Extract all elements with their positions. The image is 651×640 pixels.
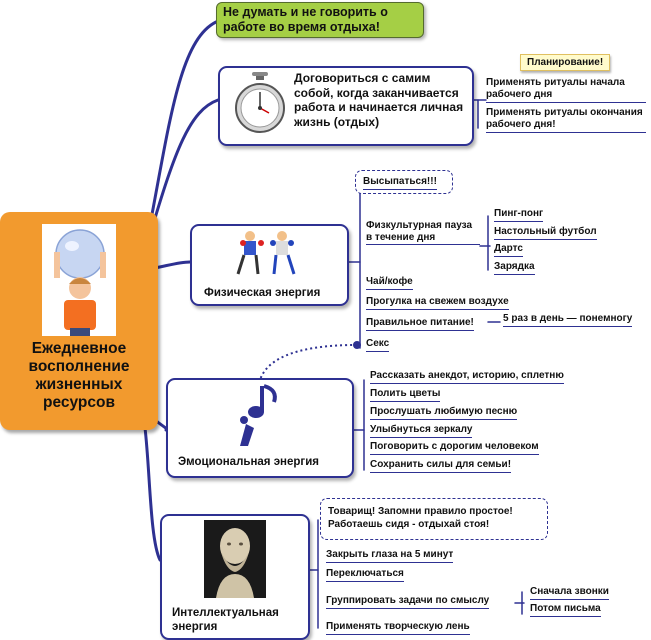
music-note-icon (234, 384, 280, 455)
physical-item-tea[interactable]: Чай/кофе (366, 276, 413, 290)
intellectual-item-close-eyes[interactable]: Закрыть глаза на 5 минут (326, 549, 454, 563)
physical-item-nutrition[interactable]: Правильное питание! (366, 317, 474, 331)
emotional-item-talk[interactable]: Поговорить с дорогим человеком (370, 441, 539, 455)
physical-node[interactable]: Физическая энергия (190, 224, 349, 306)
child-with-ball-image (42, 224, 116, 336)
agree-item-start[interactable]: Применять ритуалы начала рабочего дня (486, 77, 646, 103)
pause-underline (366, 244, 480, 245)
emotional-item-flowers[interactable]: Полить цветы (370, 388, 441, 402)
intellectual-item-switch[interactable]: Переключаться (326, 568, 404, 582)
emotional-node[interactable]: Эмоциональная энергия (166, 378, 354, 478)
nutrition-note[interactable]: 5 раз в день — понемногу (503, 313, 633, 327)
pause-item-pingpong[interactable]: Пинг-понг (494, 208, 544, 222)
physical-label: Физическая энергия (204, 287, 321, 299)
agree-item-end[interactable]: Применять ритуалы окончания рабочего дня… (486, 107, 646, 133)
emotional-item-family[interactable]: Сохранить силы для семьи! (370, 459, 512, 473)
pause-item-exercise[interactable]: Зарядка (494, 261, 535, 275)
intellectual-item-group[interactable]: Группировать задачи по смыслу (326, 595, 490, 609)
intellectual-label: Интеллектуальная энергия (172, 607, 279, 633)
rule-text: Товарищ! Запомни правило простое! Работа… (328, 506, 513, 530)
emotional-item-mirror[interactable]: Улыбнуться зеркалу (370, 424, 473, 438)
pause-item-tablefootball[interactable]: Настольный футбол (494, 226, 597, 240)
rest-node[interactable]: Не думать и не говорить о работе во врем… (216, 2, 424, 38)
planning-note: Планирование! (520, 54, 611, 71)
emotional-label: Эмоциональная энергия (178, 456, 319, 468)
central-node[interactable]: Ежедневное восполнение жизненных ресурсо… (0, 212, 158, 430)
central-title: Ежедневное восполнение жизненных ресурсо… (28, 340, 130, 411)
socrates-bust-image (204, 520, 266, 603)
emotional-item-song[interactable]: Прослушать любимую песню (370, 406, 518, 420)
emotional-item-anecdote[interactable]: Рассказать анекдот, историю, сплетню (370, 370, 564, 384)
stopwatch-icon (234, 72, 286, 139)
physical-item-sex[interactable]: Секс (366, 338, 390, 352)
group-item-letters[interactable]: Потом письма (530, 603, 601, 617)
sleep-callout: Высыпаться!!! (355, 170, 453, 194)
agree-node[interactable]: Договориться с самим собой, когда заканч… (218, 66, 474, 146)
pause-item[interactable]: Физкультурная пауза в течение дня (366, 220, 473, 243)
intellectual-node[interactable]: Интеллектуальная энергия (160, 514, 310, 640)
pause-item-darts[interactable]: Дартс (494, 243, 523, 257)
agree-label: Договориться с самим собой, когда заканч… (294, 71, 464, 129)
physical-item-walk[interactable]: Прогулка на свежем воздухе (366, 296, 509, 310)
sleep-text: Высыпаться!!! (363, 176, 437, 190)
group-item-calls[interactable]: Сначала звонки (530, 586, 609, 600)
intellectual-item-creative-laziness[interactable]: Применять творческую лень (326, 621, 470, 635)
rule-callout: Товарищ! Запомни правило простое! Работа… (320, 498, 548, 540)
boxers-icon (232, 228, 302, 285)
